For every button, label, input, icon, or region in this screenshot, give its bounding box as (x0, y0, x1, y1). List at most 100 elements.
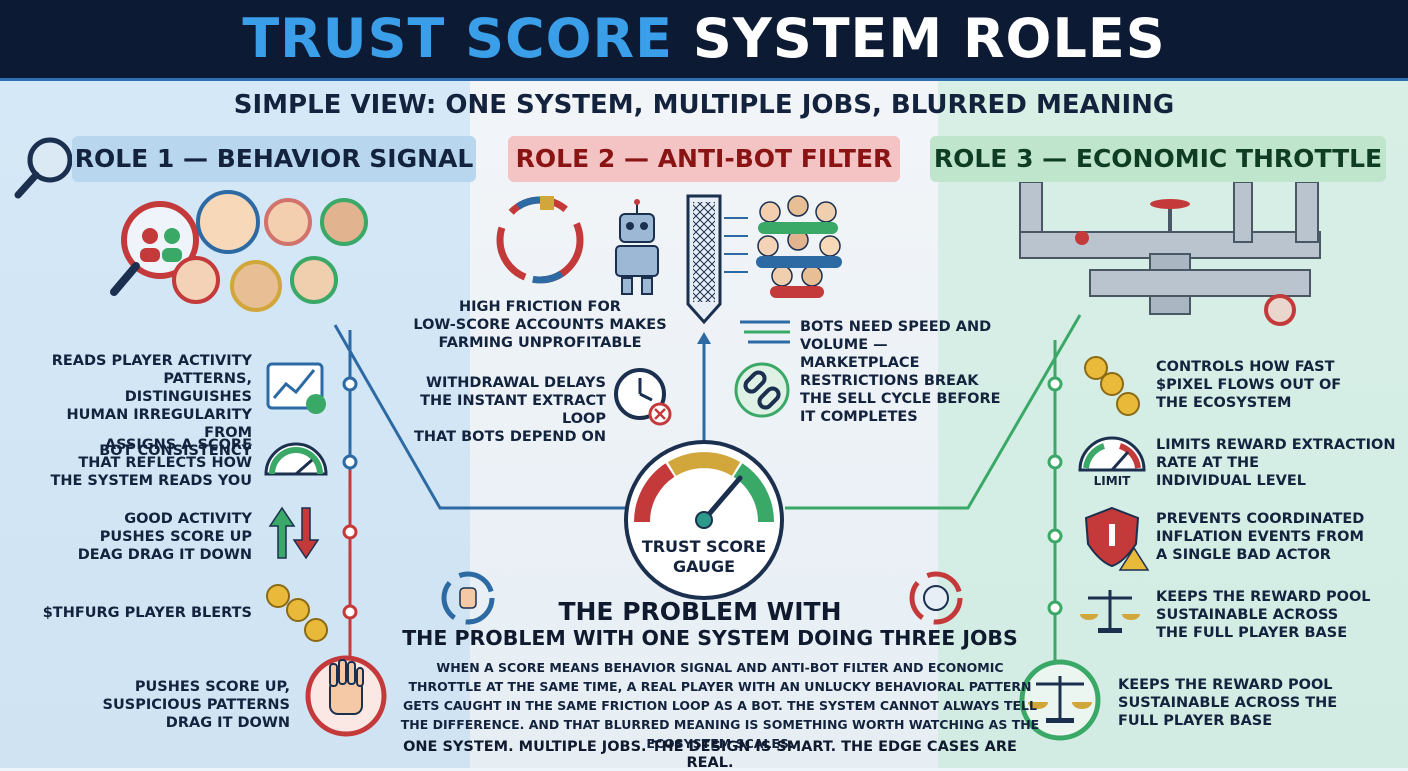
role1-item-5-line: PUSHES SCORE UP, (134, 679, 290, 695)
arrow-head (697, 332, 711, 344)
role3-item-4-line: KEEPS THE REWARD POOL (1156, 589, 1371, 605)
balance-scale-icon (1080, 590, 1140, 633)
role1-item-1-line: HUMAN IRREGULARITY FROM (66, 407, 252, 441)
role1-item-5-line: DRAG IT DOWN (165, 715, 290, 731)
role3-header: ROLE 3 — ECONOMIC THROTTLE (930, 136, 1386, 182)
role3-item-1-line: $PIXEL FLOWS OUT OF (1156, 377, 1342, 393)
role3-item-5-line: FULL PLAYER BASE (1118, 713, 1273, 729)
role3-item-2: LIMITS REWARD EXTRACTION RATE AT THE IND… (1156, 436, 1404, 490)
problem-title: THE PROBLEM WITH (558, 597, 842, 626)
limit-gauge-icon (1078, 436, 1146, 472)
coin-flow-icon (1084, 356, 1140, 416)
role2-item-1-line: FARMING UNPROFITABLE (438, 335, 642, 351)
problem-body: WHEN A SCORE MEANS BEHAVIOR SIGNAL AND A… (400, 660, 1040, 751)
role3-item-5-line: SUSTAINABLE ACROSS THE (1118, 695, 1338, 711)
role1-item-4-line: $THFURG PLAYER BLERTS (42, 605, 252, 621)
role3-node (1047, 376, 1063, 392)
people-icon (110, 190, 368, 312)
coins-icon (266, 584, 328, 642)
role1-item-1-line: PATTERNS, DISTINGUISHES (124, 371, 252, 405)
pipes-icon (1019, 181, 1321, 326)
role1-item-3-line: PUSHES SCORE UP (99, 529, 252, 545)
role1-item-5-line: SUSPICIOUS PATTERNS (102, 697, 290, 713)
role3-item-3-line: INFLATION EVENTS FROM (1156, 529, 1364, 545)
role1-node (342, 454, 358, 470)
speed-arrows-icon (724, 217, 790, 344)
title-part-2: SYSTEM ROLES (692, 7, 1166, 70)
role2-item-3-line: RESTRICTIONS BREAK (800, 373, 979, 389)
role3-item-4-line: SUSTAINABLE ACROSS (1156, 607, 1339, 623)
footer-tagline: ONE SYSTEM. MULTIPLE JOBS. THE DESIGN IS… (403, 739, 1017, 771)
role1-item-1-line: READS PLAYER ACTIVITY (51, 353, 252, 369)
recycle-loop-icon (496, 196, 584, 284)
role3-item-3-line: PREVENTS COORDINATED (1156, 511, 1365, 527)
balance-scale-icon (1019, 659, 1101, 741)
gauge-icon (624, 440, 784, 600)
role1-header: ROLE 1 — BEHAVIOR SIGNAL (72, 136, 476, 182)
hand-stop-icon (305, 655, 387, 737)
role1-item-3-line: GOOD ACTIVITY (124, 511, 252, 527)
role2-item-1-line: LOW-SCORE ACCOUNTS MAKES (413, 317, 667, 333)
role3-item-2-line: INDIVIDUAL LEVEL (1156, 473, 1306, 489)
role2-item-3-line: BOTS NEED SPEED AND (800, 319, 992, 335)
role1-node (342, 524, 358, 540)
limit-label: LIMIT (1093, 474, 1131, 488)
chain-link-icon (734, 362, 790, 418)
role3-item-1-line: CONTROLS HOW FAST (1156, 359, 1335, 375)
recycle-loop-icon (909, 571, 963, 625)
role1-item-4: $THFURG PLAYER BLERTS (30, 604, 252, 622)
role3-item-2-line: LIMITS REWARD EXTRACTION (1156, 437, 1396, 453)
role1-item-2-line: ASSIGNS A SCORE (104, 437, 252, 453)
crowd-icon (756, 195, 842, 298)
role1-item-2-line: THAT REFLECTS HOW (78, 455, 252, 471)
connector-left (333, 324, 630, 510)
role2-item-3-line: VOLUME — (800, 337, 888, 353)
role2-item-3: BOTS NEED SPEED AND VOLUME — MARKETPLACE… (800, 318, 1010, 426)
role3-item-1-line: THE ECOSYSTEM (1156, 395, 1292, 411)
chart-check-icon (266, 362, 326, 414)
role1-item-2: ASSIGNS A SCORE THAT REFLECTS HOW THE SY… (40, 436, 252, 490)
role1-item-2-line: THE SYSTEM READS YOU (50, 473, 252, 489)
role2-header: ROLE 2 — ANTI-BOT FILTER (508, 136, 900, 182)
role2-item-3-line: MARKETPLACE (800, 355, 920, 371)
role1-item-5: PUSHES SCORE UP, SUSPICIOUS PATTERNS DRA… (40, 678, 290, 732)
role1-item-1-line: BOT CONSISTENCY (99, 443, 252, 459)
role3-node (1047, 528, 1063, 544)
role2-item-3-line: THE SELL CYCLE BEFORE (800, 391, 1001, 407)
subtitle: SIMPLE VIEW: ONE SYSTEM, MULTIPLE JOBS, … (233, 90, 1175, 120)
speedometer-icon (264, 442, 328, 476)
role1-item-3: GOOD ACTIVITY PUSHES SCORE UP DEAG DRAG … (40, 510, 252, 564)
role3-item-2-line: RATE AT THE (1156, 455, 1260, 471)
connector-right (785, 314, 1082, 510)
role2-item-2-line: WITHDRAWAL DELAYS (426, 375, 606, 391)
problem-subtitle: THE PROBLEM WITH ONE SYSTEM DOING THREE … (402, 626, 1018, 650)
up-down-arrows-icon (268, 506, 320, 560)
role3-item-1: CONTROLS HOW FAST $PIXEL FLOWS OUT OF TH… (1156, 358, 1396, 412)
role2-item-2-line: THE INSTANT EXTRACT LOOP (420, 393, 606, 427)
role2-item-3-line: IT COMPLETES (800, 409, 918, 425)
filter-mesh-icon (686, 194, 722, 325)
role1-node (342, 604, 358, 620)
role1-item-1: READS PLAYER ACTIVITY PATTERNS, DISTINGU… (40, 352, 252, 460)
page-title: TRUST SCORE SYSTEM ROLES (0, 6, 1408, 72)
role3-node (1047, 454, 1063, 470)
role2-item-1-line: HIGH FRICTION FOR (459, 299, 621, 315)
role3-item-4-line: THE FULL PLAYER BASE (1156, 625, 1348, 641)
title-part-1: TRUST SCORE (242, 7, 674, 70)
role3-item-5: KEEPS THE REWARD POOL SUSTAINABLE ACROSS… (1118, 676, 1378, 730)
magnifier-icon (14, 137, 73, 199)
role3-item-4: KEEPS THE REWARD POOL SUSTAINABLE ACROSS… (1156, 588, 1396, 642)
gauge-label: TRUST SCORE GAUGE (641, 537, 767, 576)
shield-alert-icon (1084, 506, 1150, 571)
role3-item-3: PREVENTS COORDINATED INFLATION EVENTS FR… (1156, 510, 1396, 564)
clock-icon (614, 368, 672, 426)
recycle-loop-icon (441, 571, 495, 625)
robot-icon (615, 199, 659, 295)
role2-item-2-line: THAT BOTS DEPEND ON (414, 429, 606, 445)
role3-item-3-line: A SINGLE BAD ACTOR (1156, 547, 1331, 563)
role1-item-3-line: DEAG DRAG IT DOWN (77, 547, 252, 563)
role2-item-1: HIGH FRICTION FOR LOW-SCORE ACCOUNTS MAK… (405, 298, 675, 352)
role2-item-2: WITHDRAWAL DELAYS THE INSTANT EXTRACT LO… (380, 374, 606, 446)
header-bar: TRUST SCORE SYSTEM ROLES (0, 0, 1408, 81)
